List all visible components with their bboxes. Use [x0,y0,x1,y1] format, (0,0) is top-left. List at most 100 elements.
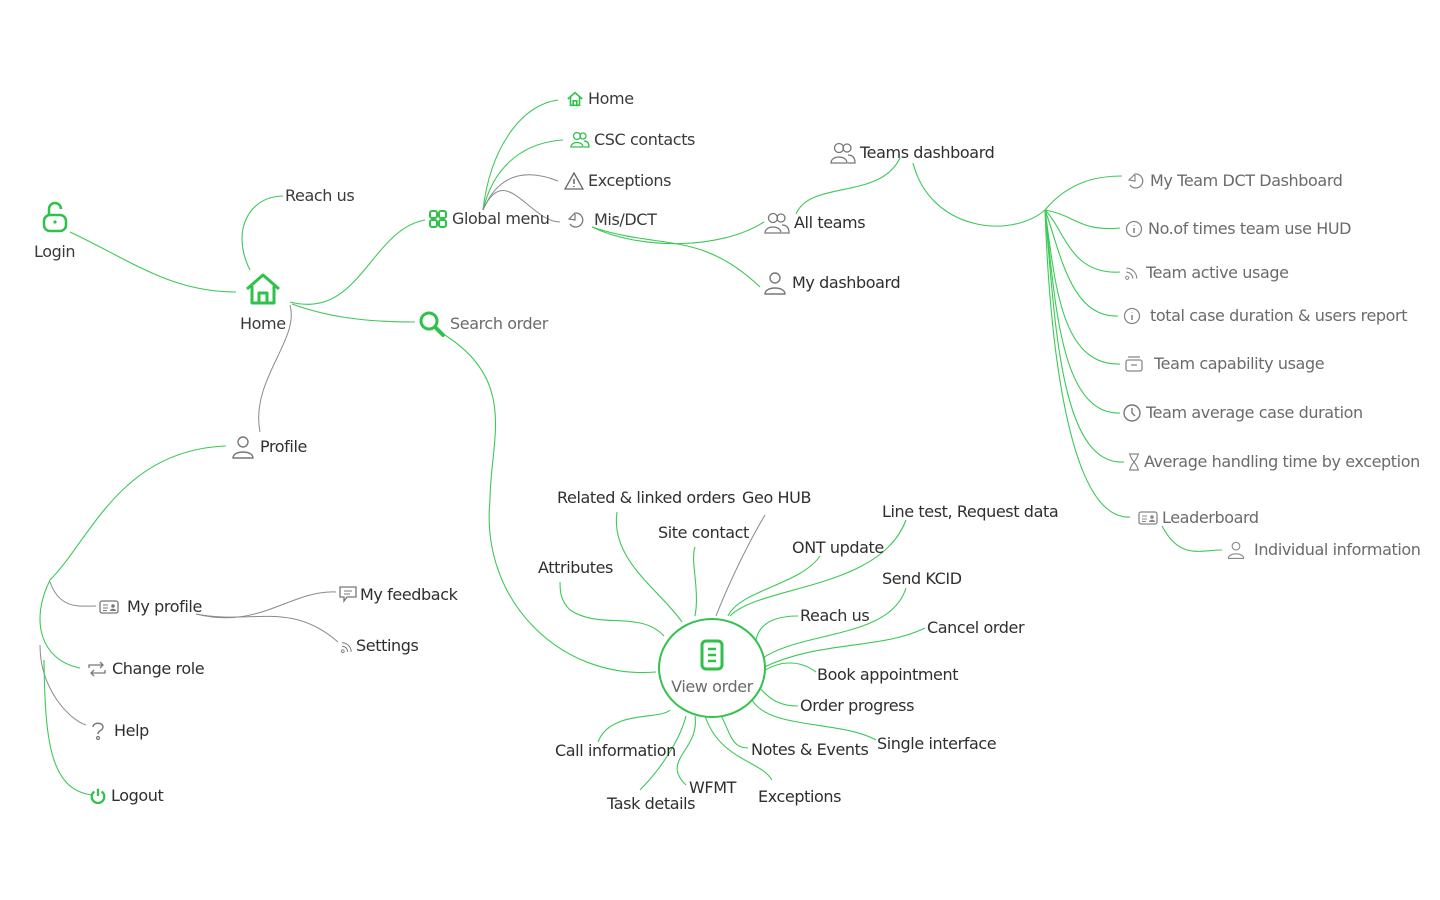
grid-icon [428,209,448,229]
node-login[interactable]: Login [34,200,76,262]
view-order-label: View order [671,677,753,696]
my-profile-item-label: My feedback [360,585,458,604]
id-card-icon [99,597,119,617]
user-icon [762,270,788,296]
hourglass-icon [1128,452,1140,472]
my-profile-item-settings[interactable]: Settings [340,636,419,656]
profile-item-help[interactable]: Help [90,721,149,741]
node-individual-information[interactable]: Individual information [1226,540,1421,560]
edge-hub-c1 [1044,175,1123,211]
my-profile-item-feedback[interactable]: My feedback [338,585,458,605]
chat-icon [338,585,358,605]
global-item-label: Home [588,89,634,108]
login-label: Login [34,242,76,261]
vo-geo-hub[interactable]: Geo HUB [742,488,812,507]
edge-hub-c6 [1044,209,1121,414]
vo-reach-us[interactable]: Reach us [800,606,870,625]
profile-item-logout[interactable]: Logout [89,786,164,806]
team-item-label: Team capability usage [1154,354,1325,373]
vo-notes-events[interactable]: Notes & Events [751,740,869,759]
team-item-label: Team active usage [1146,263,1289,282]
team-item-leaderboard[interactable]: Leaderboard [1138,508,1259,528]
global-item-exceptions[interactable]: Exceptions [563,171,671,191]
vo-line-test-request-data[interactable]: Line test, Request data [882,502,1059,521]
profile-item-my-profile[interactable]: My profile [99,597,202,617]
vo-cancel-order[interactable]: Cancel order [927,618,1025,637]
team-item-label: Average handling time by exception [1144,452,1420,471]
swap-icon [86,659,108,679]
edge-hub-c2 [1044,209,1121,230]
team-item-active-usage[interactable]: Team active usage [1124,263,1289,283]
edge-home-search [291,303,416,323]
vo-ont-update[interactable]: ONT update [792,538,884,557]
edge-home-global [289,219,426,305]
edge-vo-ont [727,555,821,617]
edge-hub-c7 [1044,209,1125,463]
vo-site-contact[interactable]: Site contact [658,523,749,542]
edge-profile-myprofile [49,581,97,607]
edge-home-reach [241,195,284,271]
team-item-my-team-dct[interactable]: My Team DCT Dashboard [1126,171,1343,191]
edge-vo-cancel [761,627,926,669]
node-home[interactable]: Home [240,272,286,334]
node-all-teams[interactable]: All teams [764,210,866,236]
edge-vo-sendkcid [759,587,907,661]
node-teams-dashboard[interactable]: Teams dashboard [830,140,995,166]
global-item-csc-contacts[interactable]: CSC contacts [570,130,695,150]
vo-single-interface[interactable]: Single interface [877,734,997,753]
vo-send-kcid[interactable]: Send KCID [882,569,962,588]
vo-related-linked-orders[interactable]: Related & linked orders [557,488,736,507]
vo-task-details[interactable]: Task details [607,794,696,813]
edge-global-mis [482,190,561,223]
team-item-hud-usage[interactable]: No.of times team use HUD [1124,219,1352,239]
my-profile-item-label: Settings [356,636,419,655]
edge-vo-related [615,511,683,623]
team-item-label: Team average case duration [1146,403,1363,422]
my-dashboard-label: My dashboard [792,273,901,292]
edge-login-home [69,231,237,293]
vo-book-appointment[interactable]: Book appointment [817,665,959,684]
team-item-label: total case duration & users report [1150,306,1408,325]
vo-call-information[interactable]: Call information [555,741,676,760]
node-profile[interactable]: Profile [230,434,307,460]
team-item-aht-by-exception[interactable]: Average handling time by exception [1128,452,1420,472]
edge-profile-help [39,644,87,726]
edge-myprofile-settings [195,613,339,643]
users-icon [764,210,790,236]
team-item-average-case-duration[interactable]: Team average case duration [1122,403,1363,423]
search-order-label: Search order [450,314,548,333]
vo-exceptions[interactable]: Exceptions [758,787,842,806]
edge-vo-exceptions [704,715,773,781]
profile-item-label: Logout [111,786,164,805]
vo-order-progress[interactable]: Order progress [800,696,915,715]
vo-attributes[interactable]: Attributes [538,558,613,577]
edge-profile-logout [43,659,93,796]
edge-myprofile-feedback [195,591,337,619]
global-item-home[interactable]: Home [566,89,634,109]
vo-wfmt[interactable]: WFMT [689,778,737,797]
edge-vo-task [639,715,687,791]
team-item-case-duration-report[interactable]: total case duration & users report [1122,306,1408,326]
node-search-order[interactable]: Search order [418,310,548,338]
global-item-mis-dct[interactable]: Mis/DCT [566,210,657,230]
profile-item-change-role[interactable]: Change role [86,659,205,679]
edge-vo-attributes [559,581,665,637]
reach-us-link[interactable]: Reach us [285,186,355,205]
edge-vo-linetest [729,519,907,617]
profile-label: Profile [260,437,307,456]
edge-mis-mydash [591,226,761,288]
global-item-label: Mis/DCT [594,210,657,229]
node-my-dashboard[interactable]: My dashboard [762,270,901,296]
team-item-capability-usage[interactable]: Team capability usage [1124,354,1325,374]
node-view-order[interactable]: View order [658,618,766,718]
edge-global-home [482,99,559,211]
profile-item-label: Change role [112,659,205,678]
edge-vo-reachus [755,615,799,641]
document-icon [699,639,725,671]
home-label: Home [240,314,286,333]
user-icon [230,434,256,460]
global-item-label: CSC contacts [594,130,695,149]
node-global-menu[interactable]: Global menu [428,209,550,229]
team-item-label: My Team DCT Dashboard [1150,171,1343,190]
